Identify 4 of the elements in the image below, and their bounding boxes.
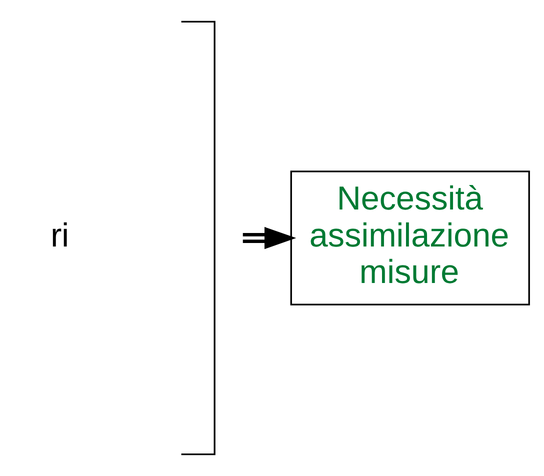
node-box: Necessità assimilazione misure <box>290 170 530 306</box>
node-brace <box>181 20 216 456</box>
arrow <box>242 226 296 250</box>
label: ri <box>50 217 70 254</box>
